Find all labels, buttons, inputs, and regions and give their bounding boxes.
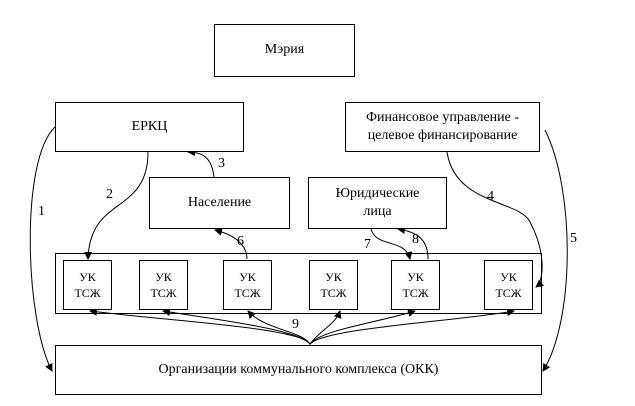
meriya-label: Мэрия xyxy=(264,42,305,58)
arrow-9-f xyxy=(309,308,515,345)
uk-box-1: УК ТСЖ xyxy=(63,260,112,310)
legal-entities-box: Юридические лица xyxy=(308,177,447,229)
uk-label: УК xyxy=(325,269,342,284)
okk-label: Организации коммунального комплекса (ОКК… xyxy=(158,361,439,377)
flow-label-9: 9 xyxy=(292,317,299,332)
uk-label: УК xyxy=(239,269,256,284)
erkc-box: ЕРКЦ xyxy=(55,102,244,152)
uk-label: УК xyxy=(500,269,517,284)
tszh-label: ТСЖ xyxy=(150,286,177,300)
arrow-9-c xyxy=(247,310,311,345)
uk-label: УК xyxy=(79,269,96,284)
arrow-9-d xyxy=(309,310,342,345)
arrow-3 xyxy=(187,148,215,178)
finance-label-line1: Финансовое управление - xyxy=(365,109,520,125)
arrow-5 xyxy=(542,129,568,372)
legal-entities-line2: лица xyxy=(363,204,392,219)
finance-box: Финансовое управление - целевое финансир… xyxy=(345,102,540,152)
arrow-2 xyxy=(84,151,149,260)
uk-box-4: УК ТСЖ xyxy=(309,260,358,310)
finance-label-line2: целевое финансирование xyxy=(367,128,518,143)
tszh-label: ТСЖ xyxy=(320,286,347,300)
naselenie-box: Население xyxy=(149,177,290,229)
uk-label: УК xyxy=(407,269,424,284)
uk-box-2: УК ТСЖ xyxy=(139,260,188,310)
naselenie-label: Население xyxy=(187,194,252,210)
flow-label-5: 5 xyxy=(570,231,577,246)
uk-container xyxy=(55,253,542,314)
flow-label-4: 4 xyxy=(487,189,494,204)
meriya-box: Мэрия xyxy=(214,24,355,77)
uk-box-5: УК ТСЖ xyxy=(391,260,440,310)
flow-label-3: 3 xyxy=(218,156,225,171)
uk-label: УК xyxy=(155,269,172,284)
legal-entities-line1: Юридические xyxy=(335,185,420,201)
erkc-label: ЕРКЦ xyxy=(131,118,168,134)
flow-label-7: 7 xyxy=(364,237,371,252)
arrow-9-e xyxy=(309,309,416,345)
flow-label-2: 2 xyxy=(106,187,113,202)
uk-box-3: УК ТСЖ xyxy=(223,260,272,310)
uk-box-6: УК ТСЖ xyxy=(484,260,533,310)
arrow-1 xyxy=(29,126,56,372)
flow-label-1: 1 xyxy=(38,204,45,219)
arrow-7 xyxy=(370,228,413,260)
tszh-label: ТСЖ xyxy=(402,286,429,300)
okk-box: Организации коммунального комплекса (ОКК… xyxy=(55,345,542,395)
flow-label-8: 8 xyxy=(412,232,419,247)
arrow-9-b xyxy=(162,308,311,345)
tszh-label: ТСЖ xyxy=(74,286,101,300)
tszh-label: ТСЖ xyxy=(495,286,522,300)
tszh-label: ТСЖ xyxy=(234,286,261,300)
arrow-8 xyxy=(397,226,429,260)
arrow-6 xyxy=(214,227,248,260)
flow-label-6: 6 xyxy=(237,234,244,249)
